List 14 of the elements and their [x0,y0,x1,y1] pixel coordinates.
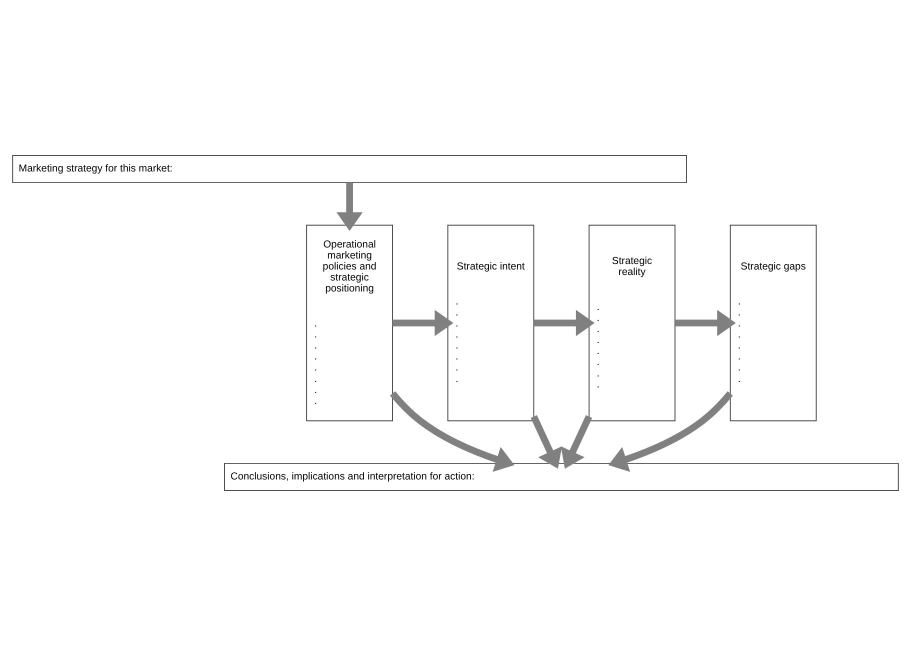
node-box: Strategic intent . . . . . . . . [447,224,534,421]
node-box: Strategic reality . . . . . . . . [588,224,676,421]
arrow [390,390,514,472]
node-box: Conclusions, implications and interpretation for action: [224,462,899,491]
arrow [675,309,736,336]
node-box: Strategic gaps . . . . . . . . [730,224,817,421]
node-box: Marketing strategy for this market: [12,154,687,183]
node-box: Operational marketing policies and strategic positioning . . . . . . . . [306,224,393,421]
arrow [336,182,363,230]
arrow [392,309,454,336]
arrow [560,414,592,468]
arrow [530,414,562,468]
arrow [534,309,595,336]
arrow [608,390,733,472]
